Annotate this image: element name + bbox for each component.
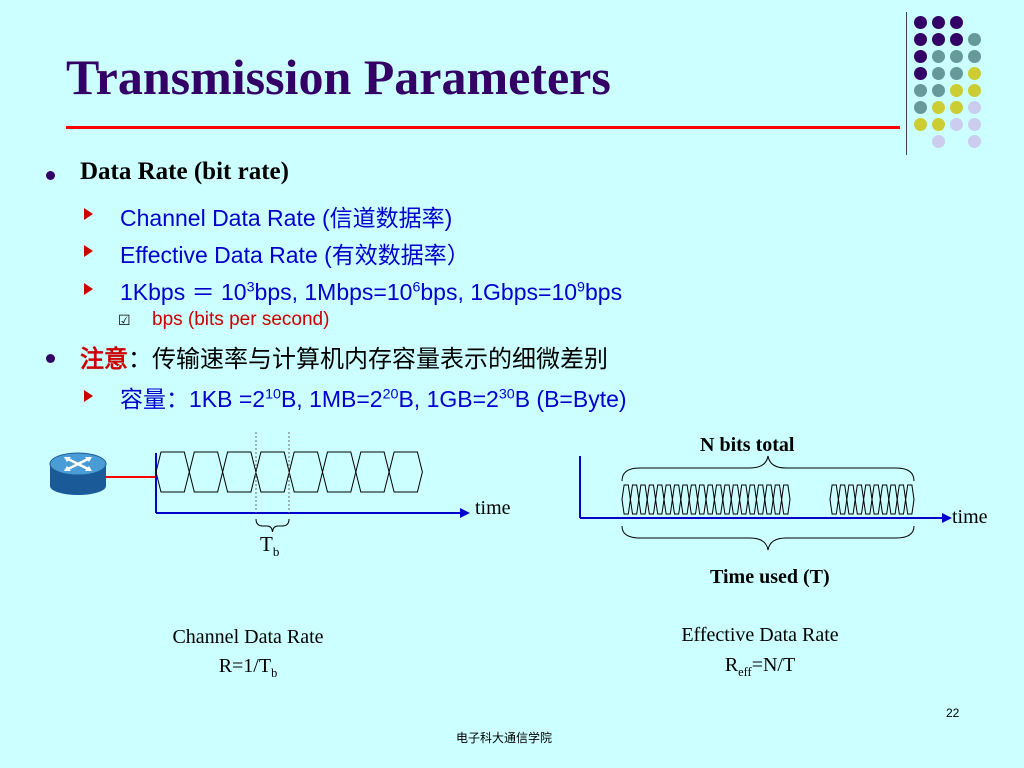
bullet-dot bbox=[46, 354, 55, 363]
bit-symbol bbox=[854, 484, 865, 515]
corner-divider-line bbox=[906, 12, 907, 155]
title-underline bbox=[66, 126, 900, 129]
bit-symbol bbox=[739, 484, 749, 515]
bit-symbol bbox=[288, 451, 324, 493]
bit-symbol bbox=[747, 484, 757, 515]
bit-symbol bbox=[829, 484, 839, 515]
right-time-label: time bbox=[952, 506, 988, 528]
left-time-label: time bbox=[475, 497, 511, 519]
time-used-brace bbox=[621, 525, 915, 551]
bit-symbol bbox=[863, 484, 873, 515]
bit-symbols-right bbox=[621, 484, 915, 515]
time-used-label: Time used (T) bbox=[710, 566, 830, 588]
bit-symbol bbox=[621, 484, 631, 515]
channel-rate-formula: R=1/Tb bbox=[218, 655, 278, 680]
bit-symbol bbox=[638, 484, 648, 515]
bit-symbol bbox=[688, 484, 699, 515]
bit-symbol bbox=[896, 484, 907, 515]
arrow-bullet-icon bbox=[84, 390, 93, 402]
bit-symbol bbox=[671, 484, 682, 515]
bit-symbol bbox=[663, 484, 673, 515]
arrow-bullet-icon bbox=[84, 283, 93, 295]
bullet-bps-definition: bps (bits per second) bbox=[152, 309, 330, 330]
time-axis-arrow bbox=[460, 508, 470, 518]
bit-symbol bbox=[255, 451, 290, 493]
bit-symbol bbox=[837, 484, 848, 515]
channel-rate-caption: Channel Data Rate bbox=[172, 626, 324, 648]
bullet-effective-data-rate: Effective Data Rate (有效数据率） bbox=[120, 242, 470, 268]
bullet-dot bbox=[46, 171, 55, 180]
bit-symbol bbox=[705, 484, 715, 515]
router-icon bbox=[49, 452, 107, 495]
bit-symbol bbox=[655, 484, 665, 515]
tb-label: Tb bbox=[260, 532, 280, 560]
bit-symbol bbox=[713, 484, 724, 515]
bit-symbol bbox=[772, 484, 783, 515]
bit-symbol bbox=[321, 451, 357, 493]
bit-symbol bbox=[764, 484, 774, 515]
checkbox-bullet-icon: ☑ bbox=[118, 312, 131, 328]
bit-symbol bbox=[188, 451, 224, 493]
bit-symbol bbox=[888, 484, 898, 515]
bullet-note: 注意：传输速率与计算机内存容量表示的细微差别 bbox=[80, 346, 608, 373]
arrow-bullet-icon bbox=[84, 245, 93, 257]
bit-symbol bbox=[781, 484, 791, 515]
slide-title: Transmission Parameters bbox=[66, 49, 611, 105]
bullet-data-rate: Data Rate (bit rate) bbox=[80, 158, 289, 185]
bit-symbol bbox=[722, 484, 732, 515]
bit-symbol bbox=[222, 451, 257, 493]
bit-symbol bbox=[755, 484, 766, 515]
arrow-bullet-icon bbox=[84, 208, 93, 220]
bit-symbol bbox=[629, 484, 640, 515]
bullet-channel-data-rate: Channel Data Rate (信道数据率) bbox=[120, 205, 453, 231]
effective-rate-formula: Reff=N/T bbox=[724, 654, 796, 679]
page-number: 22 bbox=[946, 706, 960, 720]
bit-symbol bbox=[646, 484, 657, 515]
bullet-capacity-units: 容量：1KB =210B, 1MB=220B, 1GB=230B (B=Byte… bbox=[120, 386, 627, 412]
n-bits-total-label: N bits total bbox=[700, 434, 795, 456]
bit-symbol bbox=[905, 484, 915, 515]
effective-rate-caption: Effective Data Rate bbox=[681, 624, 839, 646]
bullet-bps-units: 1Kbps ＝ 103bps, 1Mbps=106bps, 1Gbps=109b… bbox=[120, 279, 623, 305]
bit-symbol bbox=[355, 451, 390, 493]
time-axis-arrow-right bbox=[942, 513, 952, 523]
bit-symbol bbox=[155, 451, 190, 493]
tb-brace bbox=[255, 518, 290, 533]
bit-symbol bbox=[388, 451, 423, 493]
n-bits-brace bbox=[621, 455, 915, 482]
footer-institution: 电子科大通信学院 bbox=[456, 731, 553, 745]
bit-symbol bbox=[846, 484, 856, 515]
bit-symbol bbox=[697, 484, 707, 515]
bit-symbol bbox=[879, 484, 890, 515]
bit-symbol bbox=[871, 484, 881, 515]
bit-symbol bbox=[680, 484, 690, 515]
bit-symbol bbox=[730, 484, 741, 515]
